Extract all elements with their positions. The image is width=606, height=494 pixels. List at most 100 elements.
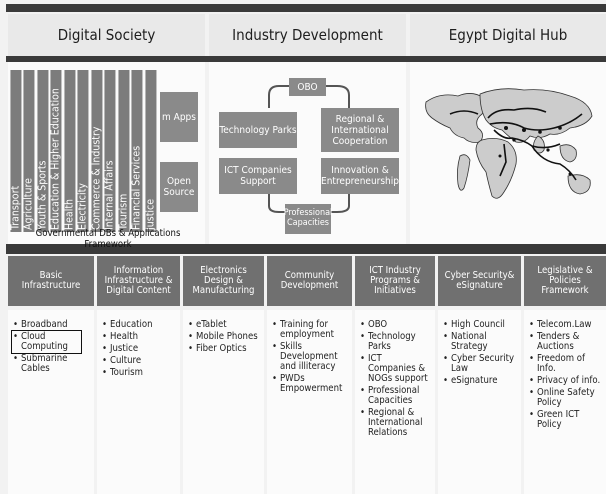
column-item: Broadband <box>13 320 90 330</box>
column-item: Telecom.Law <box>529 320 602 330</box>
column-item-text: OBO <box>368 319 388 330</box>
column-body: eTabletMobile PhonesFiber Optics <box>183 310 264 494</box>
header-underbar <box>6 56 606 62</box>
column-item-text: Cyber Security Law <box>451 352 515 374</box>
open-source-box: Open Source <box>160 162 198 212</box>
sector-strip: Health <box>63 70 76 232</box>
sector-strip: Youth & Sports <box>36 70 49 232</box>
column-item-text: Telecom.Law <box>537 319 592 330</box>
column-item-list: Training for employmentSkills Developmen… <box>272 320 348 394</box>
column-item: Culture <box>102 354 176 366</box>
column-item-text: Technology Parks <box>368 330 416 352</box>
column-item-text: ICT Companies & NOGs support <box>368 352 428 384</box>
innovation-entrepreneurship-box: Innovation & Entrepreneurship <box>321 158 399 194</box>
column-item-text: Green ICT Policy <box>537 408 580 430</box>
column-item: OBO <box>360 320 431 330</box>
column-item-text: High Council <box>451 319 505 330</box>
column-item: Regional & International Relations <box>360 406 431 438</box>
regional-international-cooperation-box: Regional & International Cooperation <box>321 108 399 152</box>
column-item: Skills Development and illiteracy <box>272 340 348 372</box>
column-item: Fiber Optics <box>188 342 260 354</box>
column-item-text: Broadband <box>21 319 68 330</box>
column-item-text: National Strategy <box>451 330 488 352</box>
column-item-text: Culture <box>110 354 142 366</box>
m-apps-box: m Apps <box>160 92 198 142</box>
column-body: BroadbandCloud ComputingSubmarine Cables <box>8 310 94 494</box>
egypt-digital-hub-panel <box>410 62 606 244</box>
column-item: Tenders & Auctions <box>529 331 602 352</box>
column-item-text: Skills Development and illiteracy <box>280 340 338 372</box>
industry-connector-lines <box>268 85 350 213</box>
sector-strip: Tourism <box>117 70 130 232</box>
industry-development-header: Industry Development <box>209 14 406 56</box>
column-item-text: Freedom of Info. <box>537 352 585 374</box>
digital-society-header: Digital Society <box>8 14 205 56</box>
column-item-text: eTablet <box>196 319 227 330</box>
column-item: Health <box>102 330 176 342</box>
sector-strip: Internal Affairs <box>104 70 116 232</box>
column-item: National Strategy <box>443 330 517 352</box>
column-item: Training for employment <box>272 320 348 340</box>
column-header: Basic Infrastructure <box>8 256 94 306</box>
column-body: Telecom.LawTenders & AuctionsFreedom of … <box>524 310 606 494</box>
column-item: Technology Parks <box>360 330 431 352</box>
column-item: ICT Companies & NOGs support <box>360 352 431 384</box>
sector-strip: Transport <box>10 70 22 232</box>
column-body: EducationHealthJusticeCultureTourism <box>97 310 180 494</box>
sector-strip: Justice <box>144 70 156 232</box>
sector-strip: Education & Higher Education <box>50 70 62 232</box>
column-body: High CouncilNational StrategyCyber Secur… <box>438 310 521 494</box>
sector-strip: Electricity <box>77 70 89 232</box>
professional-capacities-box: Professional Capacities <box>284 204 332 234</box>
column-item-list: EducationHealthJusticeCultureTourism <box>102 320 176 378</box>
column-item-text: Fiber Optics <box>196 342 247 354</box>
column-item-text: Professional Capacities <box>368 384 420 406</box>
column-item: Privacy of info. <box>529 374 602 386</box>
column-item-text: Mobile Phones <box>196 330 258 342</box>
sector-strip: Commerce & Industry <box>90 70 103 232</box>
column-item-text: Health <box>110 330 139 342</box>
column-header: Cyber Security& eSignature <box>438 256 521 306</box>
column-header: Legislative & Policies Framework <box>524 256 606 306</box>
column-item-text: Privacy of info. <box>537 374 601 386</box>
sector-strip: Financial Services <box>131 70 143 232</box>
column-item-text: Online Safety Policy <box>537 386 595 408</box>
column-item-list: High CouncilNational StrategyCyber Secur… <box>443 320 517 386</box>
column-header: ICT Industry Programs & Initiatives <box>355 256 435 306</box>
egypt-digital-hub-header: Egypt Digital Hub <box>410 14 606 56</box>
industry-development-panel: OBO Technology Parks ICT Companies Suppo… <box>209 62 406 244</box>
column-body: Training for employmentSkills Developmen… <box>267 310 352 494</box>
column-item-text: Education <box>110 319 153 330</box>
column-item-list: Telecom.LawTenders & AuctionsFreedom of … <box>529 320 602 430</box>
column-item: Cyber Security Law <box>443 352 517 374</box>
column-item-text: Regional & International Relations <box>368 406 423 438</box>
column-item: eTablet <box>188 320 260 330</box>
column-header: Electronics Design & Manufacturing <box>183 256 264 306</box>
top-border <box>6 4 606 12</box>
world-map-graphic <box>425 88 593 199</box>
column-item-text: Justice <box>110 342 139 354</box>
column-item: Justice <box>102 342 176 354</box>
column-item: Green ICT Policy <box>529 408 602 430</box>
column-item: Tourism <box>102 367 176 378</box>
middle-divider <box>6 244 606 254</box>
column-item: Education <box>102 320 176 330</box>
column-item-text: Training for employment <box>280 319 335 340</box>
column-item: Mobile Phones <box>188 330 260 342</box>
governmental-dbs-footer: Governmental DBs & Applications Framewor… <box>35 228 181 250</box>
column-header: Community Development <box>267 256 352 306</box>
technology-parks-box: Technology Parks <box>219 112 297 148</box>
column-item: Submarine Cables <box>13 352 90 374</box>
column-header: Information Infrastructure & Digital Con… <box>97 256 180 306</box>
column-item: Cloud Computing <box>11 329 82 354</box>
column-item: eSignature <box>443 375 517 386</box>
column-item-text: Submarine Cables <box>21 352 68 374</box>
obo-box: OBO <box>289 78 326 96</box>
column-item: Freedom of Info. <box>529 352 602 374</box>
column-item-text: PWDs Empowerment <box>280 372 343 394</box>
column-item: Online Safety Policy <box>529 386 602 408</box>
